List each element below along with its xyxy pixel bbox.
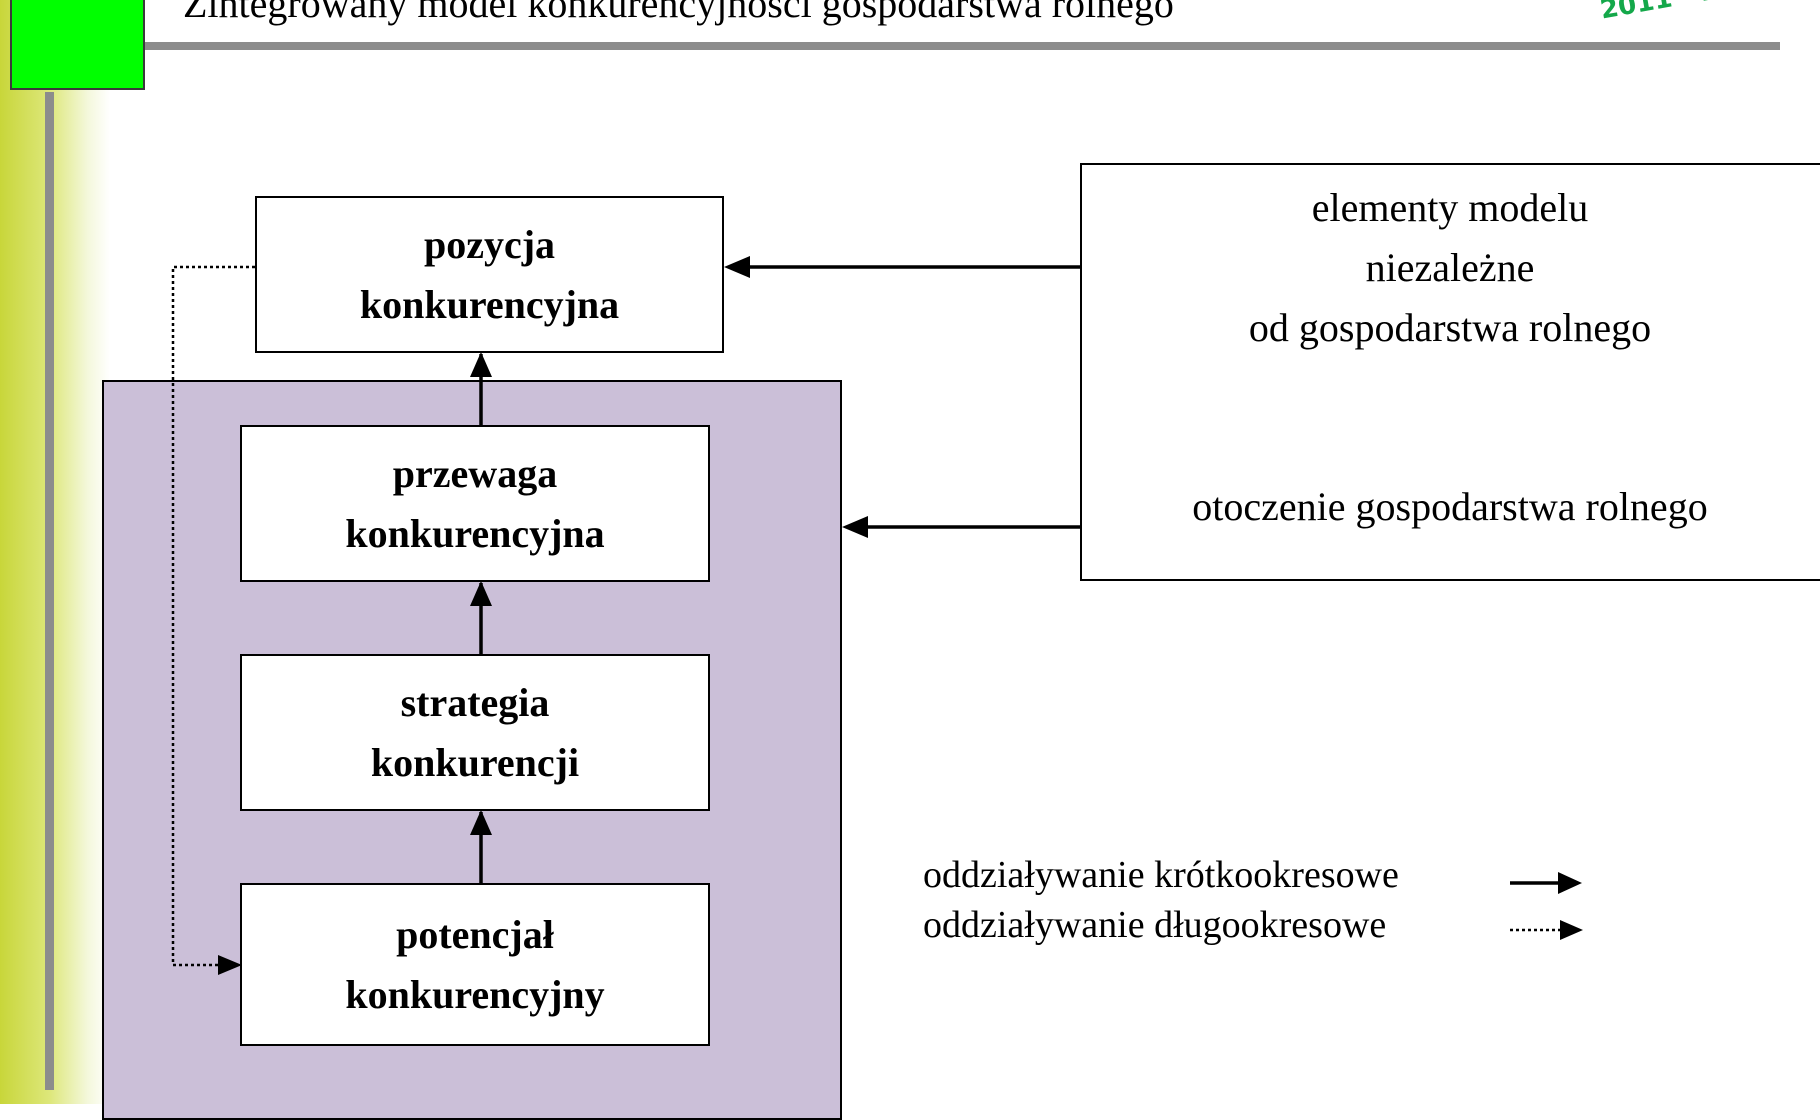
independent-elements-line-1: elementy modelu (1311, 185, 1589, 230)
title-rule (145, 42, 1780, 50)
box-line: konkurencji (370, 739, 580, 785)
box-strategia-konkurencji: strategia konkurencji (240, 654, 710, 811)
vertical-bar (45, 92, 54, 1090)
box-line: konkurencyjna (345, 510, 605, 556)
box-line: strategia (400, 679, 550, 725)
independent-elements-line-2: niezależne (1365, 245, 1535, 290)
legend-short-term-label: oddziaływanie krótkookresowe (923, 854, 1399, 896)
box-potencjal-konkurencyjny: potencjał konkurencyjny (240, 883, 710, 1046)
legend-long-term-arrow (1510, 920, 1583, 940)
independent-elements-line-3: od gospodarstwa rolnego (1248, 305, 1652, 350)
arrow-surroundings-to-panel (842, 516, 1080, 538)
slide-title: Zintegrowany model konkurencyjności gosp… (183, 0, 1174, 26)
side-gradient-band (0, 0, 110, 1104)
box-pozycja-konkurencyjna: pozycja konkurencyjna (255, 196, 724, 353)
farm-surroundings-label: otoczenie gospodarstwa rolnego (1192, 484, 1708, 529)
box-line: przewaga (392, 450, 558, 496)
legend-long-term-label: oddziaływanie długookresowe (923, 904, 1387, 946)
box-line: pozycja (423, 221, 556, 267)
box-line: potencjał (396, 911, 554, 957)
box-line: konkurencyjny (345, 971, 605, 1017)
legend-short-term-arrow (1510, 872, 1582, 894)
accent-square (10, 0, 145, 90)
box-line: konkurencyjna (359, 281, 620, 327)
arrow-potencjal-to-strategia (470, 810, 492, 883)
arrow-przewaga-to-pozycja (470, 352, 492, 425)
box-przewaga-konkurencyjna: przewaga konkurencyjna (240, 425, 710, 582)
arrow-long-term-feedback (171, 265, 255, 975)
arrow-strategia-to-przewaga (470, 581, 492, 654)
arrow-environment-to-pozycja (724, 256, 1080, 278)
environment-box (1080, 163, 1820, 581)
